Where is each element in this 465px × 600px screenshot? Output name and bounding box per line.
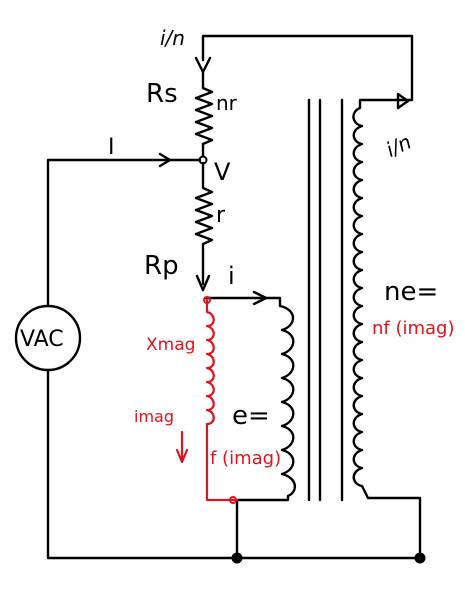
wire-input-left [46, 158, 202, 308]
label-secondary-emf-value: nf (imag) [372, 318, 455, 339]
label-imag: imag [134, 407, 174, 426]
label-rs: Rs [146, 79, 178, 109]
label-current-I: I [108, 135, 115, 160]
rp-resistor [194, 161, 214, 286]
label-i-over-n-secondary: i/n [382, 129, 415, 161]
rs-resistor [194, 70, 214, 160]
xmag-node-bottom [229, 496, 237, 504]
label-secondary-emf: ne= [384, 277, 438, 307]
node-bottom-secondary [414, 552, 426, 564]
label-current-i: i [228, 262, 235, 290]
label-rp: Rp [144, 251, 179, 281]
label-r: r [216, 203, 226, 228]
secondary-coil [352, 98, 422, 560]
xmag-node-top [203, 296, 211, 304]
label-primary-emf-value: f (imag) [210, 448, 281, 469]
arrow-current-I [158, 152, 172, 168]
primary-top-wire [203, 296, 282, 308]
label-nr: nr [216, 91, 238, 115]
label-xmag: Xmag [146, 335, 195, 355]
label-vac: VAC [20, 327, 64, 352]
node-bottom-primary [231, 552, 243, 564]
vac-source [14, 304, 82, 372]
primary-coil [236, 304, 296, 502]
arrow-current-i [252, 290, 268, 306]
arrow-down-rp [195, 274, 211, 292]
arrow-imag [175, 430, 189, 464]
label-node-V: V [214, 158, 231, 186]
label-primary-emf: e= [232, 401, 270, 431]
bottom-wire [46, 368, 422, 560]
label-i-over-n-top: i/n [160, 26, 185, 50]
xmag-wire [205, 298, 239, 502]
